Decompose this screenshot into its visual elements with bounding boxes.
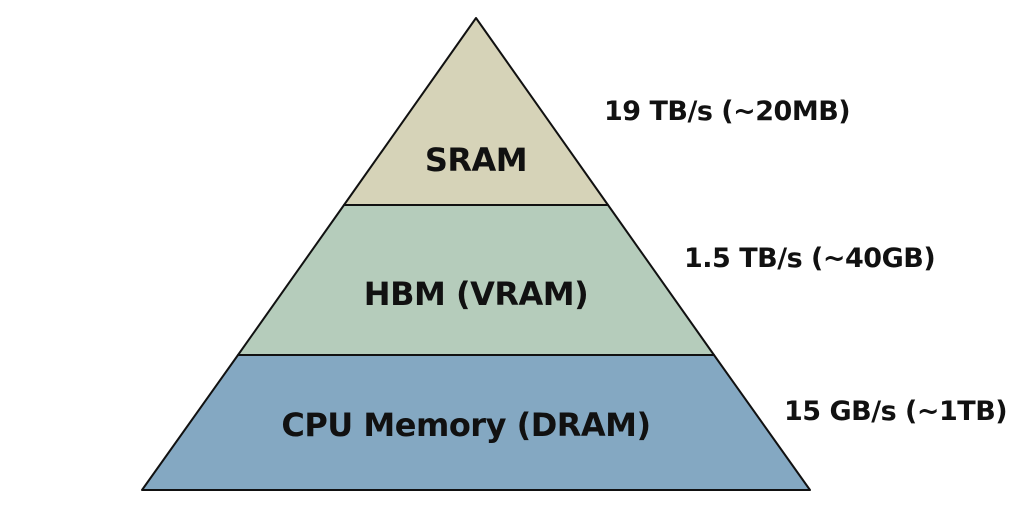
tier-dram-label: CPU Memory (DRAM) <box>281 406 650 444</box>
tier-dram-shape <box>141 354 811 491</box>
tier-dram: CPU Memory (DRAM) <box>141 354 811 491</box>
tier-sram-label: SRAM <box>425 141 527 179</box>
tier-sram: SRAM <box>343 17 609 206</box>
tier-dram-annotation: 15 GB/s (~1TB) <box>784 396 1007 427</box>
tier-sram-annotation: 19 TB/s (~20MB) <box>604 96 850 127</box>
tier-hbm-annotation: 1.5 TB/s (~40GB) <box>684 243 935 274</box>
tier-hbm-label: HBM (VRAM) <box>364 275 588 313</box>
tier-hbm: HBM (VRAM) <box>237 204 715 356</box>
